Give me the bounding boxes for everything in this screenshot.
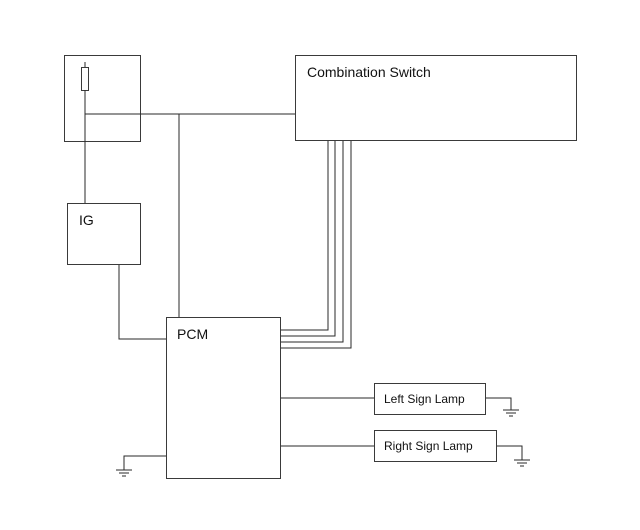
power-source-box: [64, 55, 141, 142]
wire-switch-pcm-1: [281, 141, 329, 331]
wire-pcm-ground: [123, 455, 166, 470]
left-lamp-ground-icon: [503, 409, 519, 417]
wire-right-lamp-ground: [497, 445, 523, 460]
left-sign-lamp-label: Left Sign Lamp: [384, 392, 465, 406]
wire-left-lamp-ground: [486, 397, 512, 410]
pcm-box: [166, 317, 281, 479]
fuse-icon: [81, 67, 89, 91]
right-sign-lamp-label: Right Sign Lamp: [384, 439, 473, 453]
ig-label: IG: [79, 212, 94, 228]
left-sign-lamp-box: [374, 383, 486, 415]
wire-switch-pcm-2: [281, 141, 336, 337]
pcm-ground-icon: [116, 469, 132, 477]
combination-switch-label: Combination Switch: [307, 64, 431, 80]
wire-switch-pcm-3: [281, 141, 344, 343]
wire-ig-to-pcm: [118, 265, 166, 340]
ig-box: [67, 203, 141, 265]
pcm-label: PCM: [177, 326, 208, 342]
wire-switch-pcm-4: [281, 141, 352, 349]
right-lamp-ground-icon: [514, 459, 530, 467]
right-sign-lamp-box: [374, 430, 497, 462]
combination-switch-box: [295, 55, 577, 141]
